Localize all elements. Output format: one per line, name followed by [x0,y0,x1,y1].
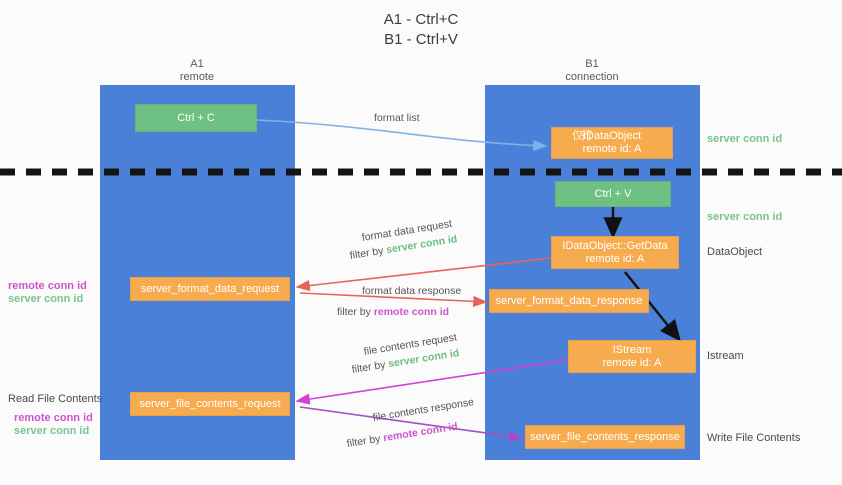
node-idataobject-top-line2: remote id: A [582,143,642,155]
format-data-response-filter-prefix: filter by [337,306,374,318]
node-ctrl-c[interactable]: Ctrl + C [135,104,257,132]
edge-label-format-list: format list [374,112,420,124]
node-ctrl-v-label: Ctrl + V [594,187,632,200]
node-istream-line2: remote id: A [602,356,662,369]
column-a1-sub: remote [179,71,215,83]
label-istream: Istream [707,350,744,362]
node-server-format-data-response-label: server_format_data_response [495,294,643,307]
edge-label-format-data-response-filter: filter by remote conn id [337,305,449,320]
format-data-response-filter-value: remote conn id [373,306,450,318]
column-a1-name: A1 [190,58,204,70]
label-remote-conn-id-2: remote conn id [14,412,93,424]
node-getdata-line1: IDataObject::GetData [562,239,668,252]
node-server-file-contents-response-label: server_file_contents_response [530,430,680,443]
node-ctrl-v[interactable]: Ctrl + V [555,181,671,207]
edge-label-format-data-response: format data response [362,285,462,297]
file-contents-response-filter-value: remote conn id [382,420,459,445]
title-line-1: A1 - Ctrl+C [383,11,459,28]
file-contents-request-filter-prefix: filter by [350,358,390,376]
node-getdata-line2: remote id: A [585,252,645,265]
edge-label-file-contents-response: file contents response [371,396,475,424]
column-b1-sub: connection [565,71,619,83]
label-dataobject: DataObject [707,246,763,258]
format-data-request-filter-prefix: filter by [348,244,388,262]
edge-label-file-contents-response-filter: filter by remote conn id [346,420,459,452]
label-server-conn-id-mid: server conn id [707,211,783,223]
label-write-file-contents: Write File Contents [707,432,801,444]
node-istream-line1: IStream [612,343,652,356]
title-line-2: B1 - Ctrl+V [384,31,458,48]
label-read-file-contents: Read File Contents [8,393,103,405]
column-header-a1: A1 remote [117,58,277,84]
node-idataobject-getdata[interactable]: IDataObject::GetData remote id: A [551,236,679,269]
node-server-format-data-response[interactable]: server_format_data_response [489,289,649,313]
label-server-conn-id-top: server conn id [707,133,783,145]
node-server-format-data-request[interactable]: server_format_data_request [130,277,290,301]
node-idataobject-top-line1-text: IDataObject [582,130,642,142]
node-server-file-contents-response[interactable]: server_file_contents_response [525,425,685,449]
node-istream[interactable]: IStream remote id: A [568,340,696,373]
label-server-conn-id-2: server conn id [14,425,90,437]
label-server-conn-id-1: server conn id [8,293,84,305]
label-remote-conn-id-1: remote conn id [8,280,87,292]
column-b1-name: B1 [585,58,599,70]
node-server-file-contents-request-label: server_file_contents_request [139,397,281,410]
diagram-title: A1 - Ctrl+C B1 - Ctrl+V [0,10,842,50]
node-idataobject-top-ghost: 仅行 [571,130,592,142]
node-server-file-contents-request[interactable]: server_file_contents_request [130,392,290,416]
node-idataobject-top[interactable]: 仅行 IDataObject remote id: A [551,127,673,159]
column-header-b1: B1 connection [512,58,672,84]
node-ctrl-c-label: Ctrl + C [177,111,215,124]
node-idataobject-top-line1: 仅行 IDataObject [572,130,642,143]
node-server-format-data-request-label: server_format_data_request [140,282,280,295]
file-contents-response-filter-prefix: filter by [345,432,385,450]
